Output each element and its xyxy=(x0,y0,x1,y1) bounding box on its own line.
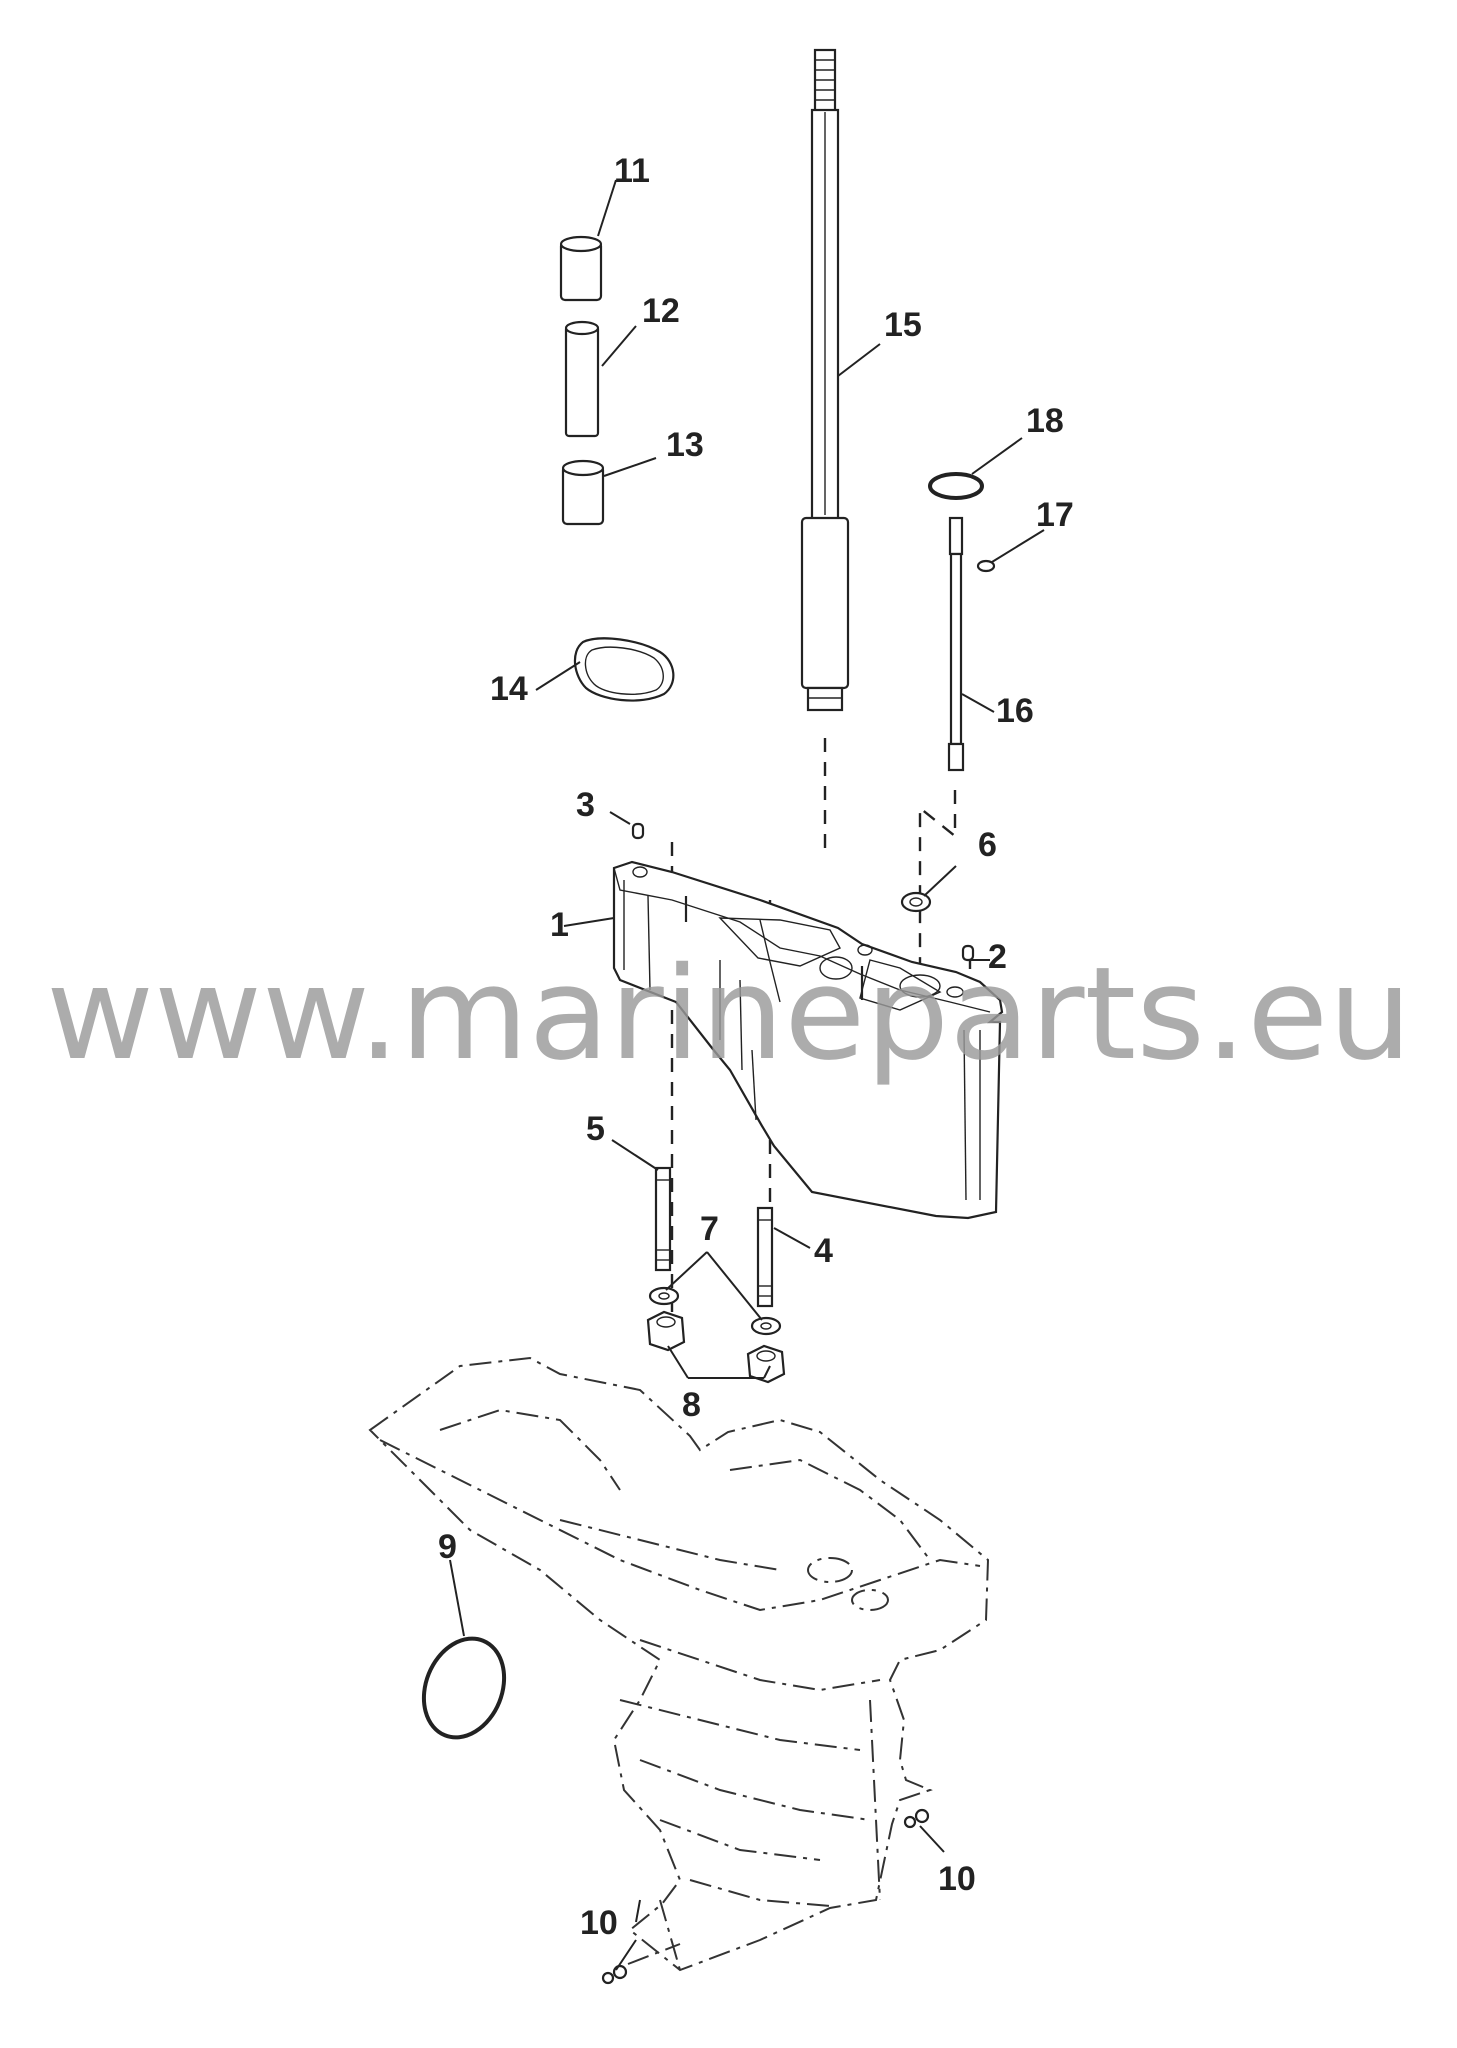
part-9-o-ring xyxy=(421,1636,507,1740)
part-4-stud xyxy=(756,1206,774,1308)
callout-6: 6 xyxy=(978,826,997,864)
callout-3: 3 xyxy=(576,786,595,824)
part-18-o-ring xyxy=(928,472,984,500)
callout-labels: 11 12 13 15 18 17 14 16 3 6 1 2 5 7 4 8 … xyxy=(438,152,1074,1942)
callout-1: 1 xyxy=(550,906,569,944)
part-5-stud xyxy=(654,1166,672,1272)
callout-11: 11 xyxy=(614,152,650,190)
part-13-bushing xyxy=(561,459,605,526)
callout-12: 12 xyxy=(642,292,680,330)
part-16-stud xyxy=(947,516,965,772)
part-3-pin xyxy=(631,822,645,840)
part-15-drive-shaft xyxy=(800,48,850,712)
callout-5: 5 xyxy=(586,1110,605,1148)
callout-18: 18 xyxy=(1026,402,1064,440)
part-7-washers xyxy=(648,1286,782,1336)
part-12-tube xyxy=(564,320,600,438)
callout-2: 2 xyxy=(988,938,1007,976)
callout-13: 13 xyxy=(666,426,704,464)
callout-16: 16 xyxy=(996,692,1034,730)
callout-8: 8 xyxy=(682,1386,701,1424)
watermark: www.marineparts.eu xyxy=(46,940,1412,1089)
callout-10-left: 10 xyxy=(580,1904,618,1942)
callout-10-right: 10 xyxy=(938,1860,976,1898)
callout-14: 14 xyxy=(490,670,528,708)
part-1-housing xyxy=(612,860,1004,1220)
part-11-bushing xyxy=(559,235,603,302)
callout-15: 15 xyxy=(884,306,922,344)
part-2-pin xyxy=(961,944,975,962)
leader-lines xyxy=(449,179,1045,1971)
callout-7: 7 xyxy=(700,1210,719,1248)
part-14-gasket xyxy=(573,637,675,702)
part-8-nuts xyxy=(646,1310,786,1384)
part-6-washer xyxy=(900,891,932,913)
callout-4: 4 xyxy=(814,1232,833,1270)
part-17-clip xyxy=(976,559,996,573)
callout-17: 17 xyxy=(1036,496,1074,534)
part-10-screw-right xyxy=(903,1808,930,1829)
gear-housing-phantom xyxy=(368,1356,990,1972)
part-10-screw-left xyxy=(601,1943,681,1985)
callout-9: 9 xyxy=(438,1528,457,1566)
